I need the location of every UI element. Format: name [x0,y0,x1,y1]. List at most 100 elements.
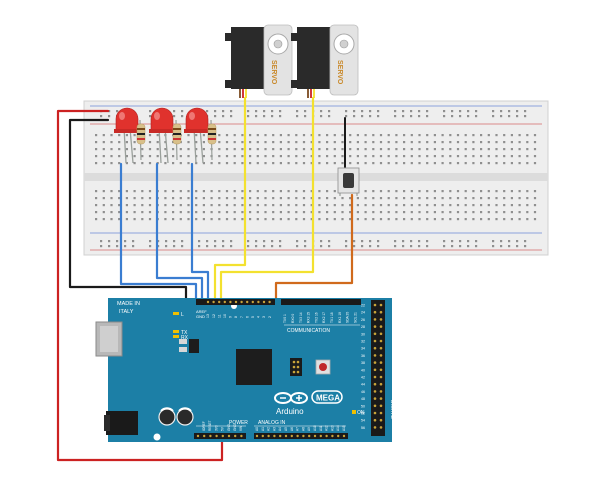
breadboard-hole [233,211,236,214]
breadboard-hole [518,155,521,158]
breadboard-hole [394,110,397,113]
analog-pin-label: A5 [284,427,288,431]
breadboard-hole [249,218,252,221]
red-led-3 [184,107,210,164]
breadboard-hole [141,218,144,221]
breadboard-hole [279,110,282,113]
breadboard-hole [349,134,352,137]
digital-pin-label: 38 [361,361,365,365]
breadboard-hole [518,204,521,207]
header-pin [373,368,377,372]
breadboard-hole [263,245,266,248]
breadboard-hole [271,110,274,113]
breadboard-hole [333,197,336,200]
breadboard-hole [508,115,511,118]
breadboard-hole [372,190,375,193]
breadboard-hole [202,197,205,200]
header-pin [223,300,226,304]
breadboard-hole [287,218,290,221]
breadboard-hole [472,197,475,200]
breadboard-hole [249,141,252,144]
breadboard-hole [164,211,167,214]
breadboard-hole [377,245,380,248]
breadboard-hole [225,211,229,214]
comm-pin-label: SCL 21 [353,312,357,323]
breadboard-hole [326,197,329,200]
breadboard-hole [349,218,352,221]
breadboard-hole [464,197,467,200]
breadboard-hole [318,155,321,158]
breadboard-hole [353,110,356,113]
breadboard-hole [279,115,282,118]
breadboard-hole [516,240,519,243]
breadboard-hole [533,155,537,158]
breadboard-hole [372,197,375,200]
breadboard-hole [172,211,175,214]
breadboard-hole [410,155,413,158]
breadboard-hole [95,190,98,193]
breadboard-hole [403,197,406,200]
breadboard-hole [256,218,259,221]
breadboard-hole [247,240,250,243]
breadboard-hole [218,190,221,193]
header-pin [215,434,218,438]
digital-pin-label: 28 [361,325,365,329]
servo-1: SERVO [225,24,293,98]
header-pin [379,346,383,350]
breadboard-hole [518,162,521,165]
breadboard-hole [302,204,306,207]
breadboard-hole [492,110,495,113]
breadboard-hole [102,148,105,151]
breadboard-hole [364,204,367,207]
breadboard-hole [272,211,275,214]
breadboard-hole [456,190,460,193]
breadboard-hole [418,141,421,144]
breadboard-hole [279,218,282,221]
breadboard-hole [459,110,462,113]
breadboard-hole [449,190,452,193]
breadboard-hole [181,115,184,118]
breadboard-hole [179,218,182,221]
breadboard-hole [510,141,513,144]
breadboard-hole [156,162,159,165]
analog-pin-label: A6 [290,427,294,431]
header-pin [325,434,328,438]
breadboard-hole [533,141,537,144]
breadboard-hole [510,148,513,151]
header-pin [373,404,377,408]
breadboard-hole [181,110,184,113]
wire-black-gnd [68,118,188,312]
breadboard-hole [202,141,205,144]
breadboard-hole [195,211,198,214]
breadboard-hole [164,155,167,158]
breadboard-hole [492,240,495,243]
digital-pin-label: 30 [361,332,365,336]
breadboard-hole [456,197,460,200]
breadboard-hole [225,141,229,144]
power-pin-label: GND [233,423,237,431]
breadboard-hole [395,148,398,151]
breadboard-hole [318,197,321,200]
breadboard-hole [287,197,290,200]
breadboard-hole [310,141,313,144]
pwm-pin-label: 12 [212,314,216,318]
breadboard-hole [295,134,298,137]
pwm-pin-label: 9 [229,316,233,318]
breadboard-hole [459,115,462,118]
breadboard-hole [487,134,490,137]
breadboard-hole [433,197,436,200]
breadboard-hole [241,218,244,221]
breadboard-hole [333,218,336,221]
breadboard-hole [387,197,390,200]
breadboard-hole [195,190,198,193]
breadboard-hole [148,211,152,214]
breadboard-hole [495,134,498,137]
breadboard-hole [379,141,383,144]
breadboard-hole [487,141,490,144]
breadboard-hole [249,190,252,193]
breadboard-hole [356,197,359,200]
breadboard-hole [233,218,236,221]
header-pin [379,332,383,336]
breadboard-hole [295,190,298,193]
